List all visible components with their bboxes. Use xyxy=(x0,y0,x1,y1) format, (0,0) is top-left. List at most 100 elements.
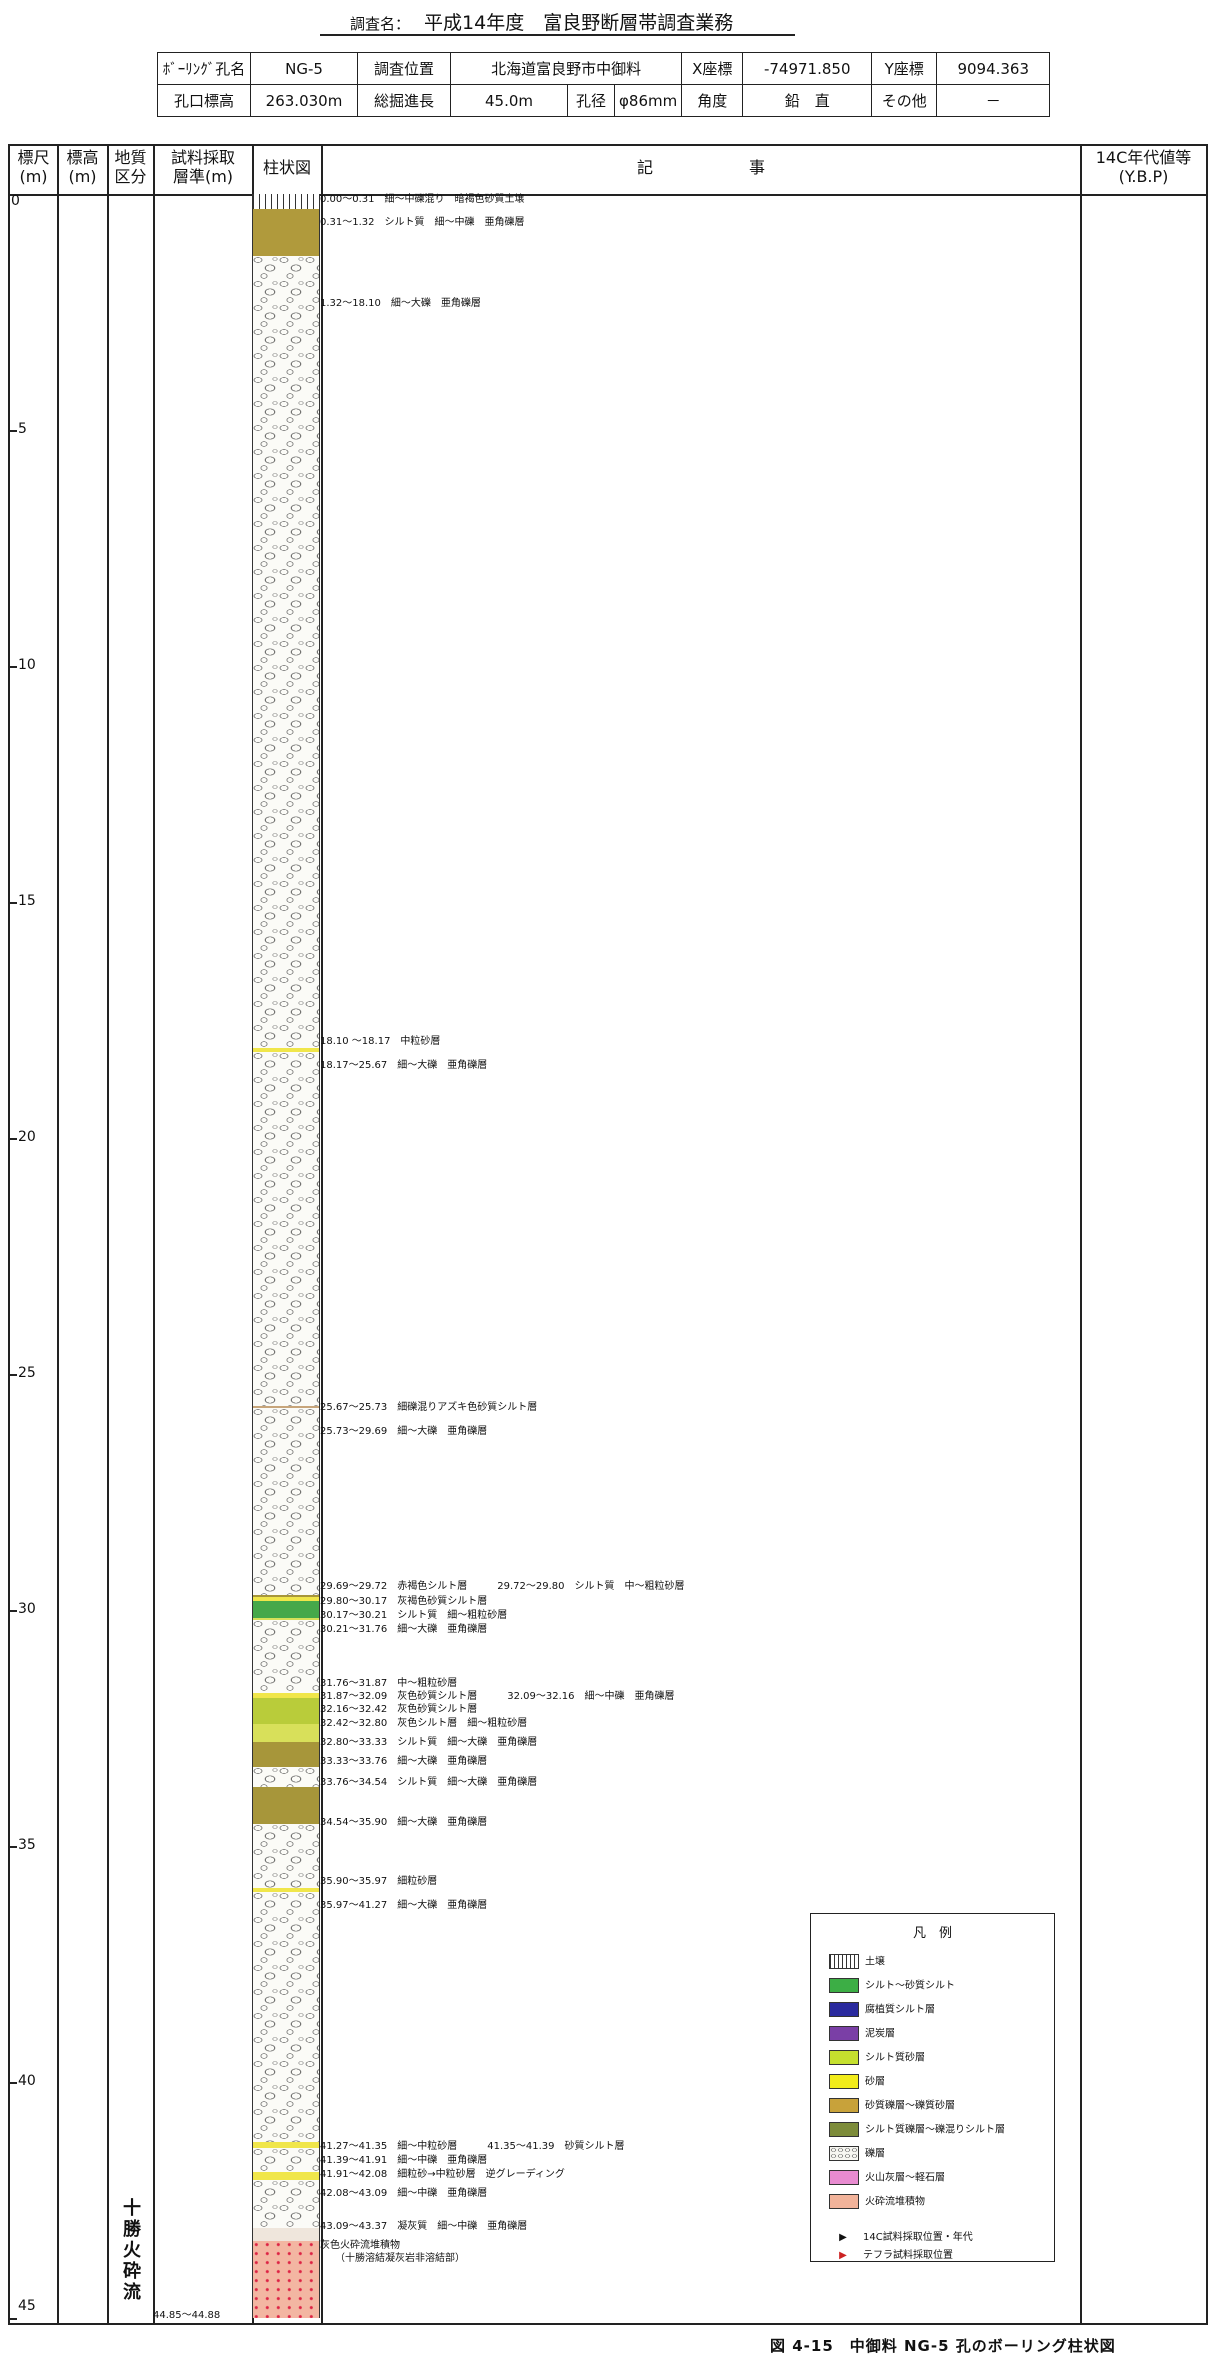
legend-item: 火山灰層～軽石層 xyxy=(829,2170,945,2186)
depth-tick xyxy=(9,1138,17,1140)
depth-tick-label: 40 xyxy=(18,2073,36,2089)
depth-tick-label: 25 xyxy=(18,1365,36,1381)
legend-label: シルト～砂質シルト xyxy=(865,1980,955,1992)
layer-tuff xyxy=(252,2227,320,2242)
depth-tick xyxy=(9,2082,17,2084)
layer-sand xyxy=(252,1888,320,1892)
header-scale: 標尺 (m) xyxy=(17,148,50,186)
info-row-2: 孔口標高 263.030m 総掘進長 45.0m 孔径 φ86mm 角度 鉛 直… xyxy=(157,84,1051,117)
legend-item: 火砕流堆積物 xyxy=(829,2194,925,2210)
layer-organic xyxy=(252,1600,320,1618)
description-entry: 32.42～32.80 灰色シルト層 細～粗粒砂層 xyxy=(320,1718,528,1730)
legend-item: 砂層 xyxy=(829,2074,885,2090)
legend-swatch xyxy=(829,2170,859,2185)
info-cell: -74971.850 xyxy=(742,52,873,85)
layer-gravel xyxy=(252,1051,320,1406)
layer-sand xyxy=(252,1048,320,1052)
description-entry: 18.17～25.67 細～大礫 亜角礫層 xyxy=(320,1059,488,1071)
header-column: 柱状図 xyxy=(262,158,311,177)
info-row-1: ﾎﾞｰﾘﾝｸﾞ孔名 NG-5 調査位置 北海道富良野市中御料 X座標 -7497… xyxy=(157,52,1051,85)
layer-siltsand xyxy=(252,1618,320,1621)
description-entry: 0.00～0.31 細～中礫混り 暗褐色砂質土壌 xyxy=(320,193,525,205)
depth-tick-label: 5 xyxy=(18,421,27,437)
info-cell: φ86mm xyxy=(613,84,683,117)
legend-swatch xyxy=(829,2050,859,2065)
strat-unit-label: 十勝火砕流 xyxy=(123,2198,141,2303)
legend-label: 腐植質シルト層 xyxy=(865,2004,935,2016)
depth-tick-label: 0 xyxy=(11,193,20,209)
description-entry: 1.32～18.10 細～大礫 亜角礫層 xyxy=(320,297,481,309)
info-cell: 9094.363 xyxy=(936,52,1051,85)
title-underline xyxy=(320,34,795,36)
column-divider xyxy=(153,146,155,2323)
description-entry: 41.27～41.35 細～中粒砂層 41.35～41.39 砂質シルト層 xyxy=(320,2140,625,2152)
description-entry: 31.87～32.09 灰色砂質シルト層 32.09～32.16 細～中礫 亜角… xyxy=(320,1690,675,1702)
info-cell: 北海道富良野市中御料 xyxy=(449,52,683,85)
layer-sand xyxy=(252,2141,320,2148)
info-cell: ﾎﾞｰﾘﾝｸﾞ孔名 xyxy=(157,52,251,85)
info-cell: NG-5 xyxy=(250,52,358,85)
info-cell: X座標 xyxy=(681,52,744,85)
info-cell: － xyxy=(936,84,1051,117)
legend-label: シルト質礫層～礫混りシルト層 xyxy=(865,2124,1005,2136)
layer-gravel xyxy=(252,256,320,1049)
info-cell: Y座標 xyxy=(871,52,938,85)
legend-item: 砂質礫層～礫質砂層 xyxy=(829,2098,955,2114)
layer-sand xyxy=(252,1596,320,1601)
legend-item: シルト～砂質シルト xyxy=(829,1978,955,1994)
description-entry: 32.16～32.42 灰色砂質シルト層 xyxy=(320,1704,478,1716)
description-entry: 25.67～25.73 細礫混りアズキ色砂質シルト層 xyxy=(320,1402,538,1414)
legend-swatch xyxy=(829,2074,859,2089)
layer-gravel xyxy=(252,1619,320,1694)
depth-tick xyxy=(9,194,17,196)
legend-marker-tephra: ▶テフラ試料採取位置 xyxy=(829,2248,953,2264)
description-entry: 35.97～41.27 細～大礫 亜角礫層 xyxy=(320,1900,488,1911)
header-divider xyxy=(10,194,1206,196)
survey-name: 平成14年度 富良野断層帯調査業務 xyxy=(424,12,734,34)
description-entry: 33.33～33.76 細～大礫 亜角礫層 xyxy=(320,1756,488,1768)
survey-label: 調査名： xyxy=(350,15,411,33)
description-entry: 34.54～35.90 細～大礫 亜角礫層 xyxy=(320,1817,488,1829)
layer-gravel xyxy=(252,1767,320,1788)
depth-tick-label: 20 xyxy=(18,1129,36,1145)
header-description: 記 事 xyxy=(636,158,765,177)
legend-swatch xyxy=(829,2002,859,2017)
legend-swatch xyxy=(829,1954,859,1969)
layer-gravel xyxy=(252,2180,320,2228)
column-divider xyxy=(107,146,109,2323)
header-strat: 地質 区分 xyxy=(114,148,147,186)
layer-siltygravel xyxy=(252,1742,320,1768)
info-cell: 孔径 xyxy=(567,84,615,117)
layer-siltygravel xyxy=(252,1787,320,1825)
description-entry: 32.80～33.33 シルト質 細～大礫 亜角礫層 xyxy=(320,1737,538,1749)
layer-gravel xyxy=(252,1891,320,2142)
layer-silt2 xyxy=(252,1698,320,1712)
layer-silt2 xyxy=(252,1711,320,1725)
column-divider xyxy=(1080,146,1082,2323)
description-entry: 18.10 ～18.17 中粒砂層 xyxy=(320,1036,441,1048)
info-cell: 孔口標高 xyxy=(157,84,251,117)
layer-siltsand xyxy=(252,1724,320,1743)
triangle-icon: ▶ xyxy=(839,2250,847,2261)
legend-item: 泥炭層 xyxy=(829,2026,895,2042)
layer-sand xyxy=(252,1693,320,1699)
layer-soil xyxy=(252,194,320,209)
description-entry: 41.39～41.91 細～中礫 亜角礫層 xyxy=(320,2154,488,2166)
info-cell: 263.030m xyxy=(250,84,358,117)
header-sample: 試料採取 層準(m) xyxy=(170,148,235,186)
description-entry: 35.90～35.97 細粒砂層 xyxy=(320,1876,438,1888)
header-elevation: 標高 (m) xyxy=(66,148,99,186)
description-entry: 41.91～42.08 細粒砂→中粒砂層 逆グレーディング xyxy=(320,2169,565,2181)
info-cell: 総掘進長 xyxy=(357,84,451,117)
depth-tick xyxy=(9,430,17,432)
legend-label: 泥炭層 xyxy=(865,2028,895,2040)
legend-label: 火砕流堆積物 xyxy=(865,2196,925,2208)
legend-marker-label: 14C試料採取位置・年代 xyxy=(863,2232,973,2243)
legend-item: 土壌 xyxy=(829,1954,885,1970)
legend-swatch xyxy=(829,2098,859,2113)
depth-tick xyxy=(9,1846,17,1848)
layer-silt xyxy=(252,208,320,257)
depth-tick xyxy=(9,666,17,668)
legend-swatch xyxy=(829,2026,859,2041)
legend-label: 火山灰層～軽石層 xyxy=(865,2172,945,2184)
